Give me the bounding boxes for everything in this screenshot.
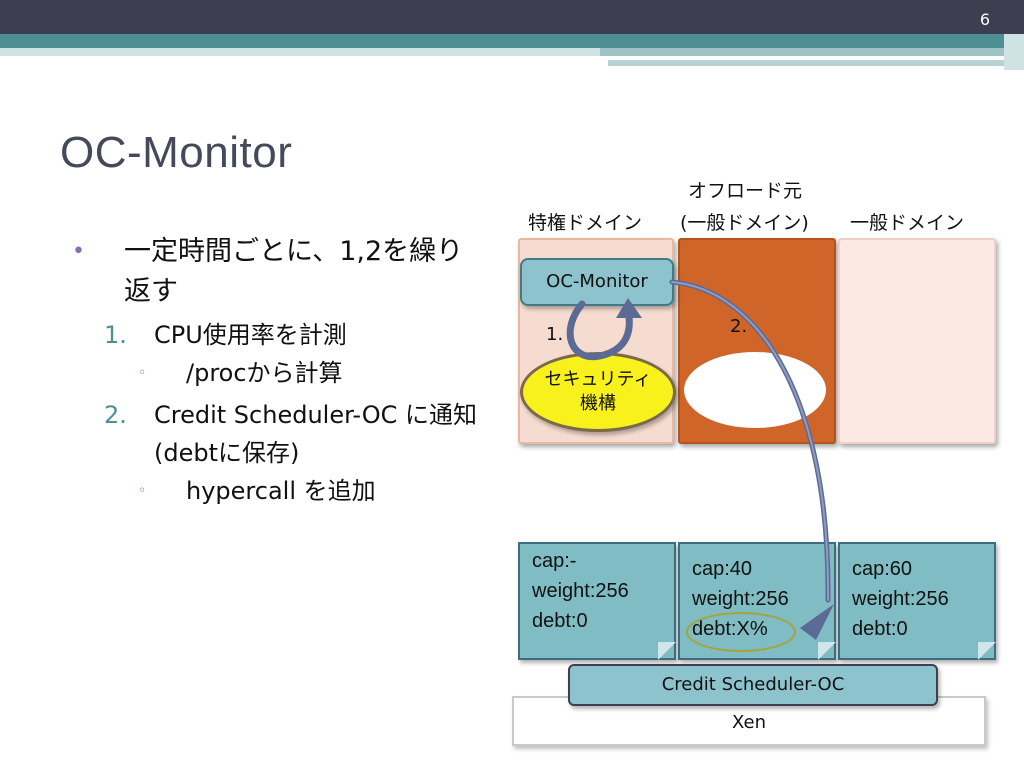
label-general-domain: 一般ドメイン xyxy=(850,212,965,234)
page-fold-icon xyxy=(818,642,836,660)
slide-title: OC-Monitor xyxy=(60,128,293,177)
oc-monitor-box: OC-Monitor xyxy=(520,258,674,306)
debt-value: debt:0 xyxy=(532,610,588,632)
sub-item-1: ◦ /procから計算 xyxy=(70,354,490,392)
header-stripe xyxy=(0,34,1024,48)
item-number: 1. xyxy=(104,321,127,349)
header-stripe-right-thin xyxy=(608,60,1004,66)
weight-value: weight:256 xyxy=(852,588,949,610)
note-privileged-params: cap:- weight:256 debt:0 xyxy=(518,542,676,660)
cap-value: cap:- xyxy=(532,550,577,572)
bullet-text: 一定時間ごとに、1,2を繰り返す xyxy=(124,236,464,307)
loop-arrow xyxy=(566,300,633,361)
notify-arrow-inner xyxy=(671,281,830,601)
cap-value: cap:60 xyxy=(852,558,913,580)
notify-arrow-head xyxy=(800,604,834,640)
header-bar xyxy=(0,0,1024,34)
notify-arrow xyxy=(669,279,831,603)
step-1-label: 1. xyxy=(546,324,564,345)
page-fold-icon xyxy=(978,642,996,660)
page-number: 6 xyxy=(979,10,990,29)
bullet-dot-icon: • xyxy=(72,239,85,264)
header-corner-block xyxy=(1004,34,1024,70)
page-fold-icon xyxy=(658,642,676,660)
weight-value: weight:256 xyxy=(692,588,789,610)
debt-highlight-ellipse xyxy=(686,612,796,652)
label-privileged-domain: 特権ドメイン xyxy=(528,212,643,234)
sub-bullet-icon: ◦ xyxy=(138,365,147,381)
item-text: CPU使用率を計測 xyxy=(154,321,347,349)
bullet-item-main: • 一定時間ごとに、1,2を繰り返す xyxy=(70,232,490,312)
debt-value: debt:0 xyxy=(852,618,908,640)
loop-arrow-head xyxy=(616,298,642,318)
credit-scheduler-box: Credit Scheduler-OC xyxy=(568,664,938,706)
note-general-params: cap:60 weight:256 debt:0 xyxy=(838,542,996,660)
numbered-item-1: 1. CPU使用率を計測 xyxy=(70,316,490,354)
bullet-list: • 一定時間ごとに、1,2を繰り返す 1. CPU使用率を計測 ◦ /procか… xyxy=(70,232,490,510)
label-offload-source-line1: オフロード元 xyxy=(688,180,803,202)
sub-bullet-icon: ◦ xyxy=(138,483,147,499)
security-label-line2: 機構 xyxy=(580,393,616,414)
cap-value: cap:40 xyxy=(692,558,753,580)
sub-item-2: ◦ hypercall を追加 xyxy=(70,472,490,510)
sub-item-text: /procから計算 xyxy=(186,359,343,387)
item-text: Credit Scheduler-OC に通知(debtに保存) xyxy=(154,401,478,467)
weight-value: weight:256 xyxy=(532,580,629,602)
label-offload-source-line2: (一般ドメイン) xyxy=(680,212,809,234)
general-domain-box xyxy=(838,238,996,444)
numbered-item-2: 2. Credit Scheduler-OC に通知(debtに保存) xyxy=(70,396,490,472)
item-number: 2. xyxy=(104,401,127,429)
step-2-label: 2. xyxy=(730,316,748,337)
header-stripe-light xyxy=(0,48,600,56)
security-label-line1: セキュリティ xyxy=(544,369,652,390)
sub-item-text: hypercall を追加 xyxy=(186,477,376,505)
header-stripe-right xyxy=(600,48,1024,56)
